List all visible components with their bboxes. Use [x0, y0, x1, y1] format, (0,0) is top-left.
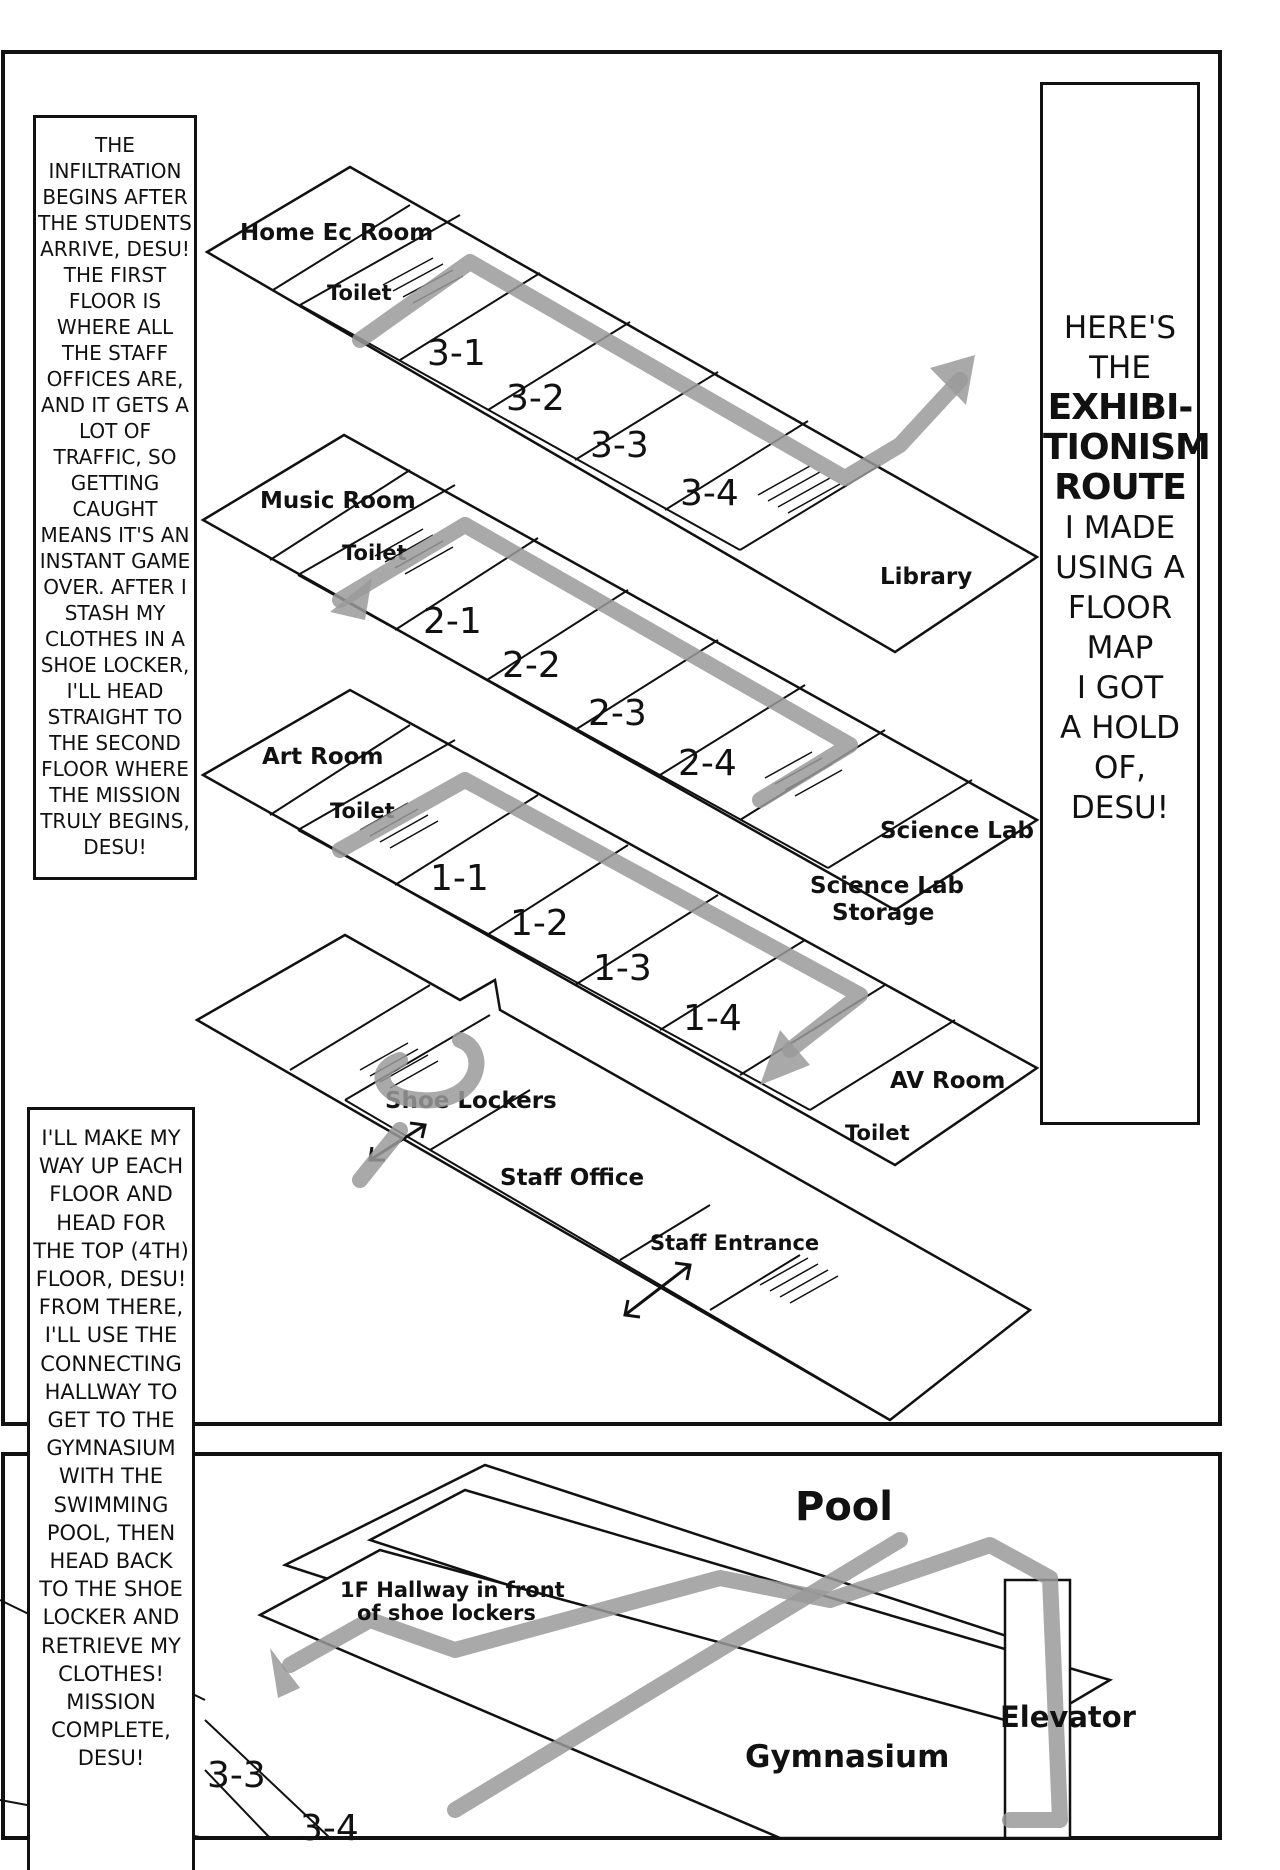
- floor2-label-music: Music Room: [260, 488, 416, 514]
- title-rest-5: I got: [1076, 670, 1164, 706]
- route-arrowhead-top: [930, 355, 975, 405]
- science-storage-label-1: Science Lab: [810, 873, 964, 899]
- pool-label: Pool: [795, 1484, 893, 1530]
- av-room-label: AV Room: [890, 1068, 1005, 1094]
- narration-text-bottom: I'll make my way up each floor and head …: [33, 1126, 189, 1771]
- hallway-label-1: 1F Hallway in front: [340, 1578, 565, 1602]
- title-rest-6: a hold: [1060, 710, 1180, 746]
- science-storage-label-2: Storage: [832, 900, 934, 926]
- room-2-4: 2-4: [678, 743, 737, 784]
- room-3-1: 3-1: [427, 333, 486, 374]
- room-1-1: 1-1: [430, 858, 489, 899]
- room-2-3: 2-3: [588, 693, 647, 734]
- elevator-label: Elevator: [1000, 1700, 1137, 1734]
- bottom-panel-plan: [0, 1463, 1114, 1840]
- hallway-label-2: of shoe lockers: [357, 1601, 536, 1625]
- title-rest-8: desu!: [1070, 790, 1170, 826]
- narration-box-top: The infiltration begins after the studen…: [33, 115, 197, 880]
- route-path: [330, 254, 975, 1188]
- room-3-2: 3-2: [506, 378, 565, 419]
- title-emphasis-2: tionism: [1043, 427, 1211, 468]
- library-label: Library: [880, 564, 972, 590]
- title-emphasis-3: route: [1054, 467, 1187, 508]
- room-1-4: 1-4: [683, 998, 742, 1039]
- top-panel-border: [1, 50, 1222, 1426]
- bottom-room-3-4: 3-4: [300, 1808, 359, 1849]
- room-2-1: 2-1: [423, 601, 482, 642]
- gymnasium-label: Gymnasium: [745, 1739, 949, 1775]
- narration-box-bottom: I'll make my way up each floor and head …: [27, 1107, 195, 1870]
- route-arrowhead-bottom: [270, 1648, 300, 1698]
- floor3-label-home-ec: Home Ec Room: [240, 220, 433, 246]
- title-rest-3: floor: [1067, 590, 1173, 626]
- room-1-2: 1-2: [510, 903, 569, 944]
- staff-entrance-label: Staff Entrance: [650, 1231, 819, 1255]
- science-lab-label: Science Lab: [880, 818, 1034, 844]
- title-emphasis-1: Exhibi-: [1047, 387, 1194, 428]
- title-line-2: the: [1089, 350, 1151, 386]
- bottom-panel-border: [1, 1452, 1222, 1840]
- staff-office-label: Staff Office: [500, 1165, 644, 1191]
- room-1-3: 1-3: [593, 948, 652, 989]
- route-arrowhead-floor2: [330, 578, 372, 620]
- title-rest-7: of,: [1093, 750, 1147, 786]
- title-rest-1: I made: [1064, 510, 1176, 546]
- ground-toilet-label: Toilet: [845, 1121, 910, 1145]
- route-arrowhead-floor1: [760, 1030, 810, 1085]
- room-3-3: 3-3: [590, 425, 649, 466]
- bottom-room-3-3: 3-3: [207, 1755, 266, 1796]
- title-rest-4: map: [1086, 630, 1154, 666]
- title-rest-2: using a: [1055, 550, 1185, 586]
- narration-text-top: The infiltration begins after the studen…: [38, 133, 192, 859]
- title-line-1: Here's: [1063, 310, 1177, 346]
- room-3-4: 3-4: [680, 473, 739, 514]
- room-2-2: 2-2: [502, 645, 561, 686]
- floor-3-plan: [204, 165, 1040, 654]
- floor3-toilet-label: Toilet: [327, 281, 392, 305]
- title-caption-box: Here's the Exhibi- tionism route I made …: [1040, 82, 1211, 1125]
- floor1-label-art: Art Room: [262, 744, 383, 770]
